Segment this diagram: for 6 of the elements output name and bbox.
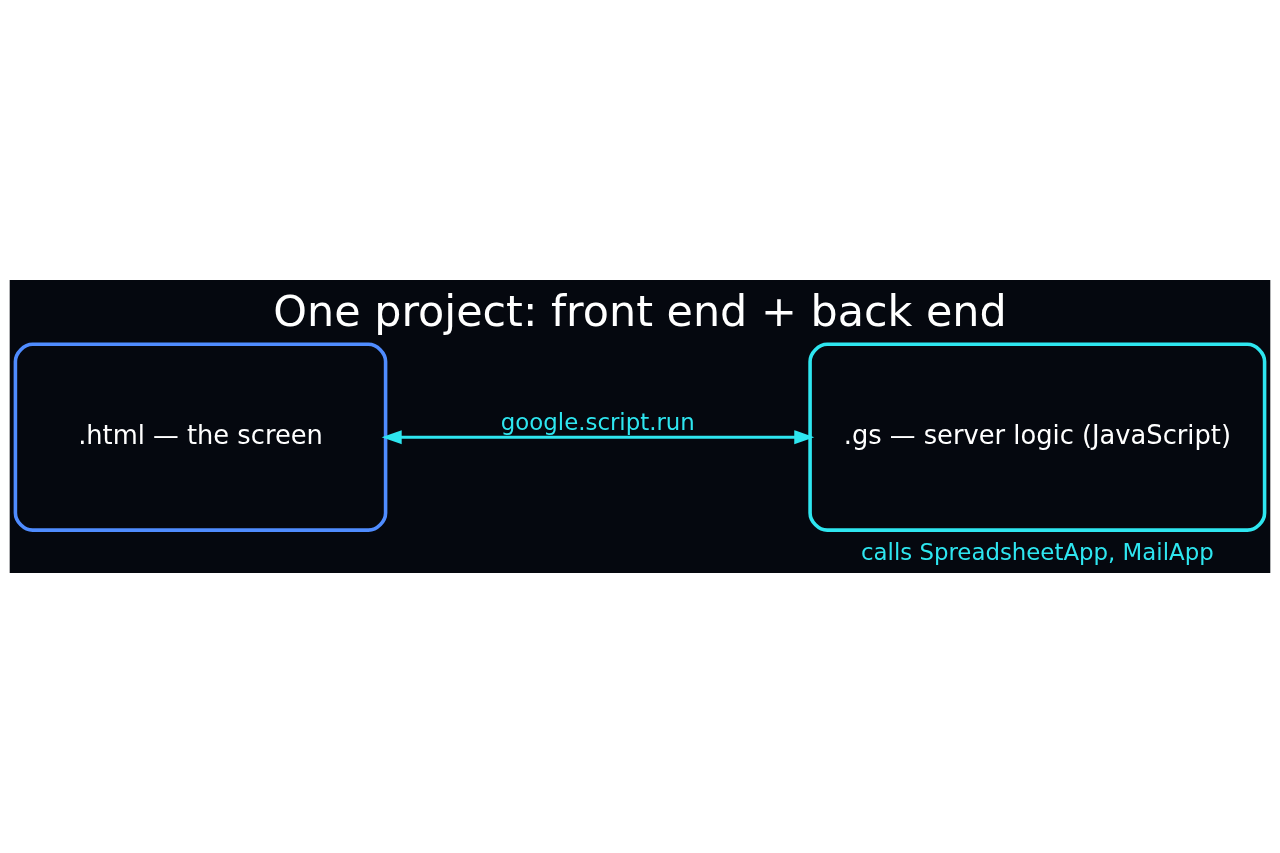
arrow — [381, 430, 815, 445]
node-label: calls SpreadsheetApp, MailApp — [860, 538, 1214, 565]
diagram-title: One project: front end + back end — [273, 285, 1007, 336]
node-box: .html — the screen — [13, 342, 388, 532]
node-box: .gs — server logic (JavaScript) — [808, 342, 1267, 532]
edge-label: google.script.run — [500, 408, 695, 435]
